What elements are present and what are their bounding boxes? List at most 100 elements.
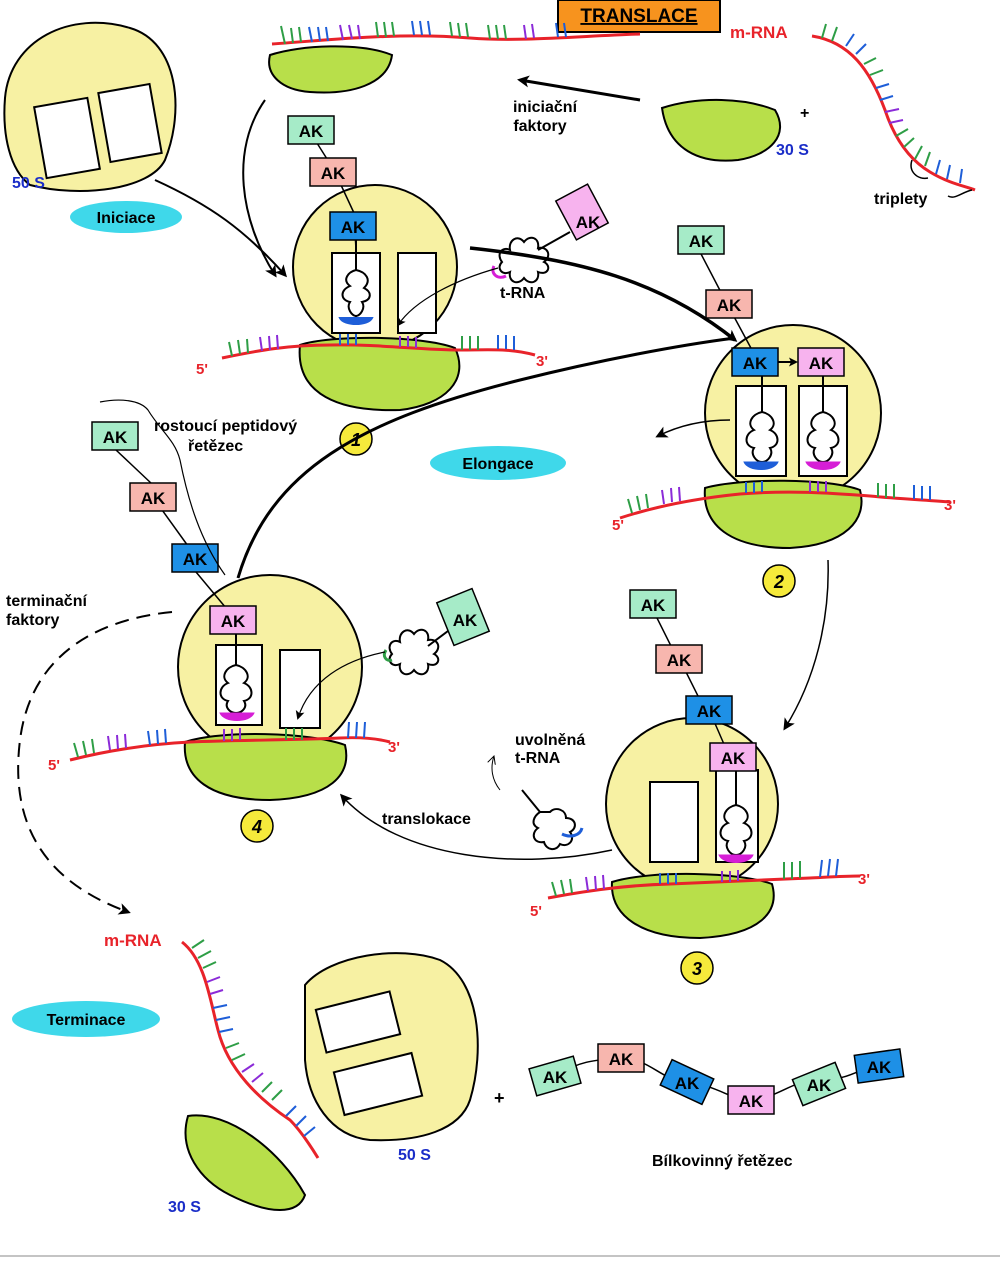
svg-text:3: 3	[692, 959, 702, 979]
amino-acid-step3-d: AK	[709, 742, 757, 772]
amino-acid-step3-b: AK	[655, 644, 703, 674]
label-3prime-step2: 3'	[944, 497, 956, 514]
arrow-termination-factors	[17, 611, 173, 915]
mrna-step-1	[221, 334, 536, 360]
svg-text:AK: AK	[717, 296, 742, 315]
title-text: TRANSLACE	[580, 6, 697, 27]
ribosome-50s-free-top	[3, 21, 177, 193]
plus-sign-bottom: +	[494, 1088, 505, 1108]
mrna-step-4	[69, 721, 391, 762]
svg-text:AK: AK	[609, 1050, 634, 1069]
label-term-factors-2: faktory	[6, 612, 59, 629]
arrow-trna-release	[492, 756, 501, 791]
arrow-step2-to-step3	[783, 559, 829, 731]
svg-text:AK: AK	[321, 164, 346, 183]
trna-incoming-step1: AK	[491, 183, 610, 284]
stage-label-termination: Terminace	[47, 1012, 126, 1029]
svg-text:2: 2	[773, 572, 784, 592]
arrow-step2-out	[655, 419, 731, 438]
ribosome-30s-free-bottom	[184, 1114, 307, 1211]
label-growing-chain-1: rostoucí peptidový	[154, 418, 297, 435]
svg-text:AK: AK	[697, 702, 722, 721]
step-marker-3: 3	[680, 951, 714, 985]
mrna-strand-top	[271, 20, 641, 46]
label-50s-top: 50 S	[12, 175, 45, 192]
label-mrna-bottom: m-RNA	[104, 931, 162, 950]
label-released-trna-2: t-RNA	[515, 750, 561, 767]
stage-badge-initiation	[70, 201, 182, 233]
protein-chain-ak-5: AK	[791, 1061, 847, 1107]
mrna-strand-bottom	[181, 939, 320, 1159]
svg-text:AK: AK	[141, 489, 166, 508]
label-5prime-step1: 5'	[196, 361, 208, 378]
ribosome-30s-with-mrna	[268, 45, 394, 94]
label-3prime-step4: 3'	[388, 739, 400, 756]
arrow-step4-to-step2	[236, 336, 736, 579]
label-protein-chain: Bílkovinný řetězec	[652, 1153, 793, 1170]
amino-acid-step1-c: AK	[329, 211, 377, 241]
svg-text:AK: AK	[341, 218, 366, 237]
label-30s-bottom: 30 S	[168, 1199, 201, 1216]
stage-badge-elongation	[430, 446, 566, 480]
title-box: TRANSLACE	[557, 0, 721, 33]
amino-acid-step1-b: AK	[309, 157, 357, 187]
label-term-factors-1: terminační	[6, 593, 87, 610]
svg-text:AK: AK	[809, 354, 834, 373]
protein-chain-ak-2: AK	[597, 1043, 645, 1073]
stage-label-elongation: Elongace	[462, 456, 533, 473]
ribosome-30s-free-top	[660, 98, 781, 162]
svg-text:AK: AK	[689, 232, 714, 251]
svg-text:AK: AK	[867, 1058, 892, 1077]
label-5prime-step4: 5'	[48, 757, 60, 774]
stage-label-initiation: Iniciace	[97, 210, 156, 227]
stage-badge-termination	[12, 1001, 160, 1037]
ribosome-step-4	[177, 574, 363, 802]
label-3prime-step1: 3'	[536, 353, 548, 370]
ribosome-50s-free-bottom	[304, 952, 479, 1142]
label-5prime-step2: 5'	[612, 517, 624, 534]
label-init-factors-1: iniciační	[513, 99, 578, 116]
amino-acid-step2-a: AK	[677, 225, 725, 255]
protein-chain-ak-6: AK	[853, 1048, 905, 1084]
svg-text:AK: AK	[543, 1068, 568, 1087]
label-init-factors-2: faktory	[513, 118, 566, 135]
trna-released	[521, 789, 584, 850]
svg-text:AK: AK	[675, 1074, 700, 1093]
amino-acid-step4-b: AK	[129, 482, 177, 512]
label-released-trna-1: uvolněná	[515, 732, 585, 749]
step-marker-2: 2	[762, 564, 796, 598]
amino-acid-step4-c: AK	[171, 543, 219, 573]
label-3prime-step3: 3'	[858, 871, 870, 888]
label-mrna-top: m-RNA	[730, 23, 788, 42]
svg-text:AK: AK	[641, 596, 666, 615]
amino-acid-step3-a: AK	[629, 589, 677, 619]
svg-text:AK: AK	[743, 354, 768, 373]
arrow-30s-to-step1	[242, 99, 277, 278]
svg-text:AK: AK	[667, 651, 692, 670]
svg-text:4: 4	[251, 817, 262, 837]
ribosome-step-2	[703, 324, 882, 550]
label-growing-chain-2: řetězec	[188, 438, 243, 455]
protein-chain-ak-3: AK	[659, 1058, 715, 1106]
arrow-trna-into-asite-step4	[295, 651, 386, 720]
ribosome-step-1	[292, 184, 461, 412]
protein-chain-ak-1: AK	[528, 1055, 582, 1097]
amino-acid-step1-a: AK	[287, 115, 335, 145]
label-5prime-step3: 5'	[530, 903, 542, 920]
arrow-50s-to-step1	[154, 179, 287, 278]
arrow-translocation	[339, 793, 613, 860]
svg-text:AK: AK	[299, 122, 324, 141]
step-marker-4: 4	[240, 809, 274, 843]
arrow-trna-into-asite	[396, 267, 499, 327]
amino-acid-step2-b: AK	[705, 289, 753, 319]
label-translocation: translokace	[382, 811, 471, 828]
svg-text:AK: AK	[721, 749, 746, 768]
trna-incoming-step4: AK	[382, 587, 491, 676]
label-50s-bottom: 50 S	[398, 1147, 431, 1164]
svg-text:AK: AK	[576, 213, 601, 232]
svg-text:AK: AK	[221, 612, 246, 631]
mrna-step-3	[547, 858, 861, 900]
svg-text:AK: AK	[453, 611, 478, 630]
label-30s-top: 30 S	[776, 142, 809, 159]
